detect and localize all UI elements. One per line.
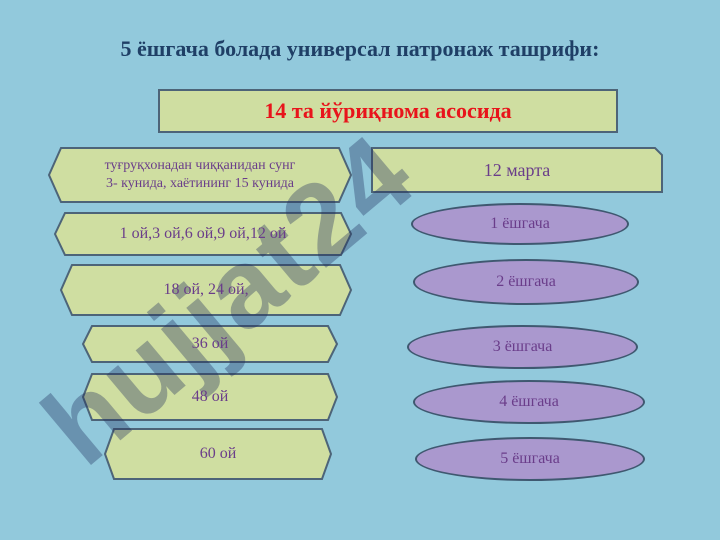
hexagon-shape bbox=[53, 212, 353, 256]
age-group-1-label: 1 ёшгача bbox=[490, 215, 550, 232]
age-group-4: 4 ёшгача bbox=[413, 380, 645, 424]
hexagon-shape bbox=[103, 428, 333, 480]
age-group-5-label: 5 ёшгача bbox=[500, 450, 560, 467]
visit-period-48: 48 ой bbox=[81, 373, 339, 421]
visit-count-label: 12 марта bbox=[483, 159, 551, 180]
visit-period-first-year-label: 1 ой,3 ой,6 ой,9 ой,12 ой bbox=[119, 225, 287, 242]
hexagon-shape bbox=[59, 264, 353, 316]
age-group-5: 5 ёшгача bbox=[415, 437, 645, 481]
hexagon-shape bbox=[81, 373, 339, 421]
guideline-banner: 14 та йўриқнома асосида bbox=[158, 89, 618, 133]
visit-period-36: 36 ой bbox=[81, 325, 339, 363]
age-group-3: 3 ёшгача bbox=[407, 325, 638, 369]
visit-period-48-label: 48 ой bbox=[191, 388, 229, 405]
visit-period-newborn: туғруқхонадан чиққанидан сунг 3- кунида,… bbox=[47, 147, 353, 203]
age-group-2-label: 2 ёшгача bbox=[496, 273, 556, 290]
hexagon-shape bbox=[47, 147, 353, 203]
page-title: 5 ёшгача болада универсал патронаж ташри… bbox=[120, 36, 600, 61]
visit-period-36-label: 36 ой bbox=[191, 335, 229, 352]
age-group-2: 2 ёшгача bbox=[413, 259, 639, 305]
visit-period-first-year: 1 ой,3 ой,6 ой,9 ой,12 ой bbox=[53, 212, 353, 256]
visit-period-60-label: 60 ой bbox=[199, 445, 237, 462]
visit-period-60: 60 ой bbox=[103, 428, 333, 480]
age-group-4-label: 4 ёшгача bbox=[499, 393, 559, 410]
age-group-3-label: 3 ёшгача bbox=[492, 338, 553, 355]
visit-period-18-24: 18 ой, 24 ой, bbox=[59, 264, 353, 316]
age-group-1: 1 ёшгача bbox=[411, 203, 629, 245]
visit-count-box: 12 марта bbox=[371, 147, 663, 193]
snipped-rectangle-shape bbox=[371, 147, 663, 193]
visit-period-newborn-line2: 3- кунида, хаётининг 15 кунида bbox=[105, 176, 295, 191]
hexagon-shape bbox=[81, 325, 339, 363]
visit-period-18-24-label: 18 ой, 24 ой, bbox=[163, 281, 249, 298]
visit-period-newborn-line1: туғруқхонадан чиққанидан сунг bbox=[104, 158, 296, 173]
